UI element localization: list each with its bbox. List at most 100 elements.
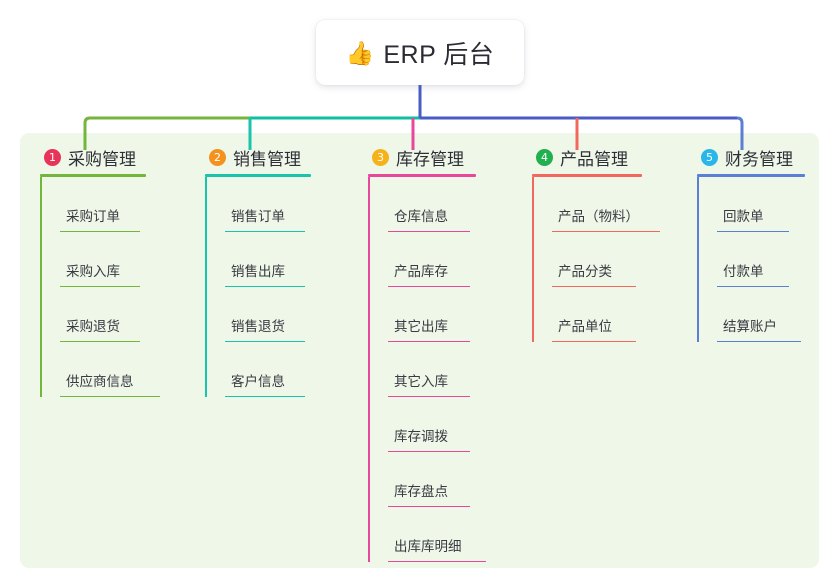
- branch-number-badge: 4: [536, 148, 553, 166]
- branch-column-2: 2 销售管理销售订单销售出库销售退货客户信息: [205, 145, 311, 397]
- branch-item[interactable]: 回款单: [717, 177, 805, 232]
- branch-spine: [697, 177, 699, 342]
- branch-item[interactable]: 供应商信息: [60, 342, 160, 397]
- branch-item-label: 供应商信息: [66, 374, 134, 389]
- branch-item-list: 产品（物料） 产品分类产品单位: [532, 177, 660, 342]
- branch-item[interactable]: 销售出库: [225, 232, 311, 287]
- branch-item-rule: [225, 285, 305, 287]
- branch-item-rule: [60, 395, 160, 397]
- branch-item[interactable]: 产品（物料）: [552, 177, 660, 232]
- branch-item-label: 结算账户: [723, 319, 777, 334]
- branch-item-label: 销售订单: [231, 209, 285, 224]
- branch-title: 产品管理: [560, 149, 628, 169]
- branch-item-label: 回款单: [723, 209, 764, 224]
- branch-header-5[interactable]: 5 财务管理: [697, 145, 805, 169]
- branch-column-1: 1 采购管理采购订单采购入库采购退货供应商信息: [40, 145, 160, 397]
- root-node[interactable]: 👍 ERP 后台: [316, 20, 524, 85]
- branch-header-rule: [205, 174, 311, 177]
- branch-header-2[interactable]: 2 销售管理: [205, 145, 311, 169]
- branch-header-4[interactable]: 4 产品管理: [532, 145, 642, 169]
- branch-header-3[interactable]: 3 库存管理: [368, 145, 476, 169]
- branch-title: 采购管理: [68, 149, 136, 169]
- branch-item-list: 回款单付款单结算账户: [697, 177, 805, 342]
- branch-item-list: 采购订单采购入库采购退货供应商信息: [40, 177, 160, 397]
- branch-column-3: 3 库存管理仓库信息产品库存其它出库其它入库库存调拨库存盘点出库库明细: [368, 145, 486, 562]
- branch-item[interactable]: 产品库存: [388, 232, 476, 287]
- branch-spine: [205, 177, 207, 397]
- branch-item-label: 出库库明细: [394, 539, 462, 554]
- branch-item[interactable]: 产品分类: [552, 232, 642, 287]
- branch-item[interactable]: 库存盘点: [388, 452, 476, 507]
- root-node-label: ERP 后台: [383, 40, 495, 69]
- branch-header-rule: [532, 174, 642, 177]
- branch-item[interactable]: 采购入库: [60, 232, 146, 287]
- branch-item[interactable]: 结算账户: [717, 287, 805, 342]
- branch-number-badge: 5: [701, 148, 718, 166]
- branch-item[interactable]: 客户信息: [225, 342, 311, 397]
- branch-item[interactable]: 仓库信息: [388, 177, 476, 232]
- branch-item-label: 产品（物料）: [558, 209, 639, 224]
- branch-panel-background: [20, 133, 819, 568]
- branch-item-label: 其它出库: [394, 319, 448, 334]
- branch-title: 财务管理: [725, 149, 793, 169]
- branch-number-badge: 3: [372, 148, 389, 166]
- branch-spine: [368, 177, 370, 562]
- branch-item-rule: [717, 230, 789, 232]
- branch-number-badge: 1: [44, 148, 61, 166]
- branch-item[interactable]: 销售退货: [225, 287, 311, 342]
- branch-header-1[interactable]: 1 采购管理: [40, 145, 146, 169]
- branch-item-rule: [717, 340, 801, 342]
- branch-number-badge: 2: [209, 148, 226, 166]
- branch-header-rule: [40, 174, 146, 177]
- branch-item-rule: [388, 285, 470, 287]
- branch-item-rule: [60, 230, 140, 232]
- thumbs-up-icon: 👍: [345, 40, 375, 66]
- branch-spine: [40, 177, 42, 397]
- branch-item[interactable]: 库存调拨: [388, 397, 476, 452]
- branch-item-label: 付款单: [723, 264, 764, 279]
- branch-item[interactable]: 销售订单: [225, 177, 311, 232]
- branch-item-list: 仓库信息产品库存其它出库其它入库库存调拨库存盘点出库库明细: [368, 177, 486, 562]
- branch-item-rule: [552, 230, 660, 232]
- branch-item[interactable]: 其它出库: [388, 287, 476, 342]
- branch-item-rule: [225, 395, 305, 397]
- branch-item[interactable]: 出库库明细: [388, 507, 486, 562]
- branch-item-label: 产品单位: [558, 319, 612, 334]
- branch-item-label: 库存盘点: [394, 484, 448, 499]
- branch-item-list: 销售订单销售出库销售退货客户信息: [205, 177, 311, 397]
- branch-item-label: 销售出库: [231, 264, 285, 279]
- branch-item-rule: [60, 340, 140, 342]
- branch-header-rule: [368, 174, 476, 177]
- branch-item-label: 采购订单: [66, 209, 120, 224]
- branch-item-label: 产品库存: [394, 264, 448, 279]
- branch-item-rule: [388, 230, 470, 232]
- branch-item-rule: [552, 340, 636, 342]
- branch-item-rule: [552, 285, 636, 287]
- branch-item-rule: [388, 395, 470, 397]
- branch-title: 销售管理: [233, 149, 301, 169]
- branch-item-label: 产品分类: [558, 264, 612, 279]
- branch-item-rule: [388, 450, 470, 452]
- branch-item-label: 采购退货: [66, 319, 120, 334]
- branch-item-label: 其它入库: [394, 374, 448, 389]
- branch-item-label: 客户信息: [231, 374, 285, 389]
- branch-spine: [532, 177, 534, 342]
- branch-item-rule: [388, 505, 470, 507]
- branch-item-label: 采购入库: [66, 264, 120, 279]
- branch-item[interactable]: 付款单: [717, 232, 805, 287]
- branch-column-5: 5 财务管理回款单付款单结算账户: [697, 145, 805, 342]
- branch-item-label: 销售退货: [231, 319, 285, 334]
- branch-item-rule: [225, 230, 305, 232]
- branch-item[interactable]: 其它入库: [388, 342, 476, 397]
- branch-item[interactable]: 采购退货: [60, 287, 146, 342]
- branch-item[interactable]: 产品单位: [552, 287, 642, 342]
- branch-title: 库存管理: [396, 149, 464, 169]
- branch-item-rule: [717, 285, 789, 287]
- branch-item-label: 库存调拨: [394, 429, 448, 444]
- branch-item-rule: [60, 285, 140, 287]
- branch-item[interactable]: 采购订单: [60, 177, 146, 232]
- branch-header-rule: [697, 174, 805, 177]
- branch-item-rule: [388, 560, 486, 562]
- branch-column-4: 4 产品管理产品（物料） 产品分类产品单位: [532, 145, 660, 342]
